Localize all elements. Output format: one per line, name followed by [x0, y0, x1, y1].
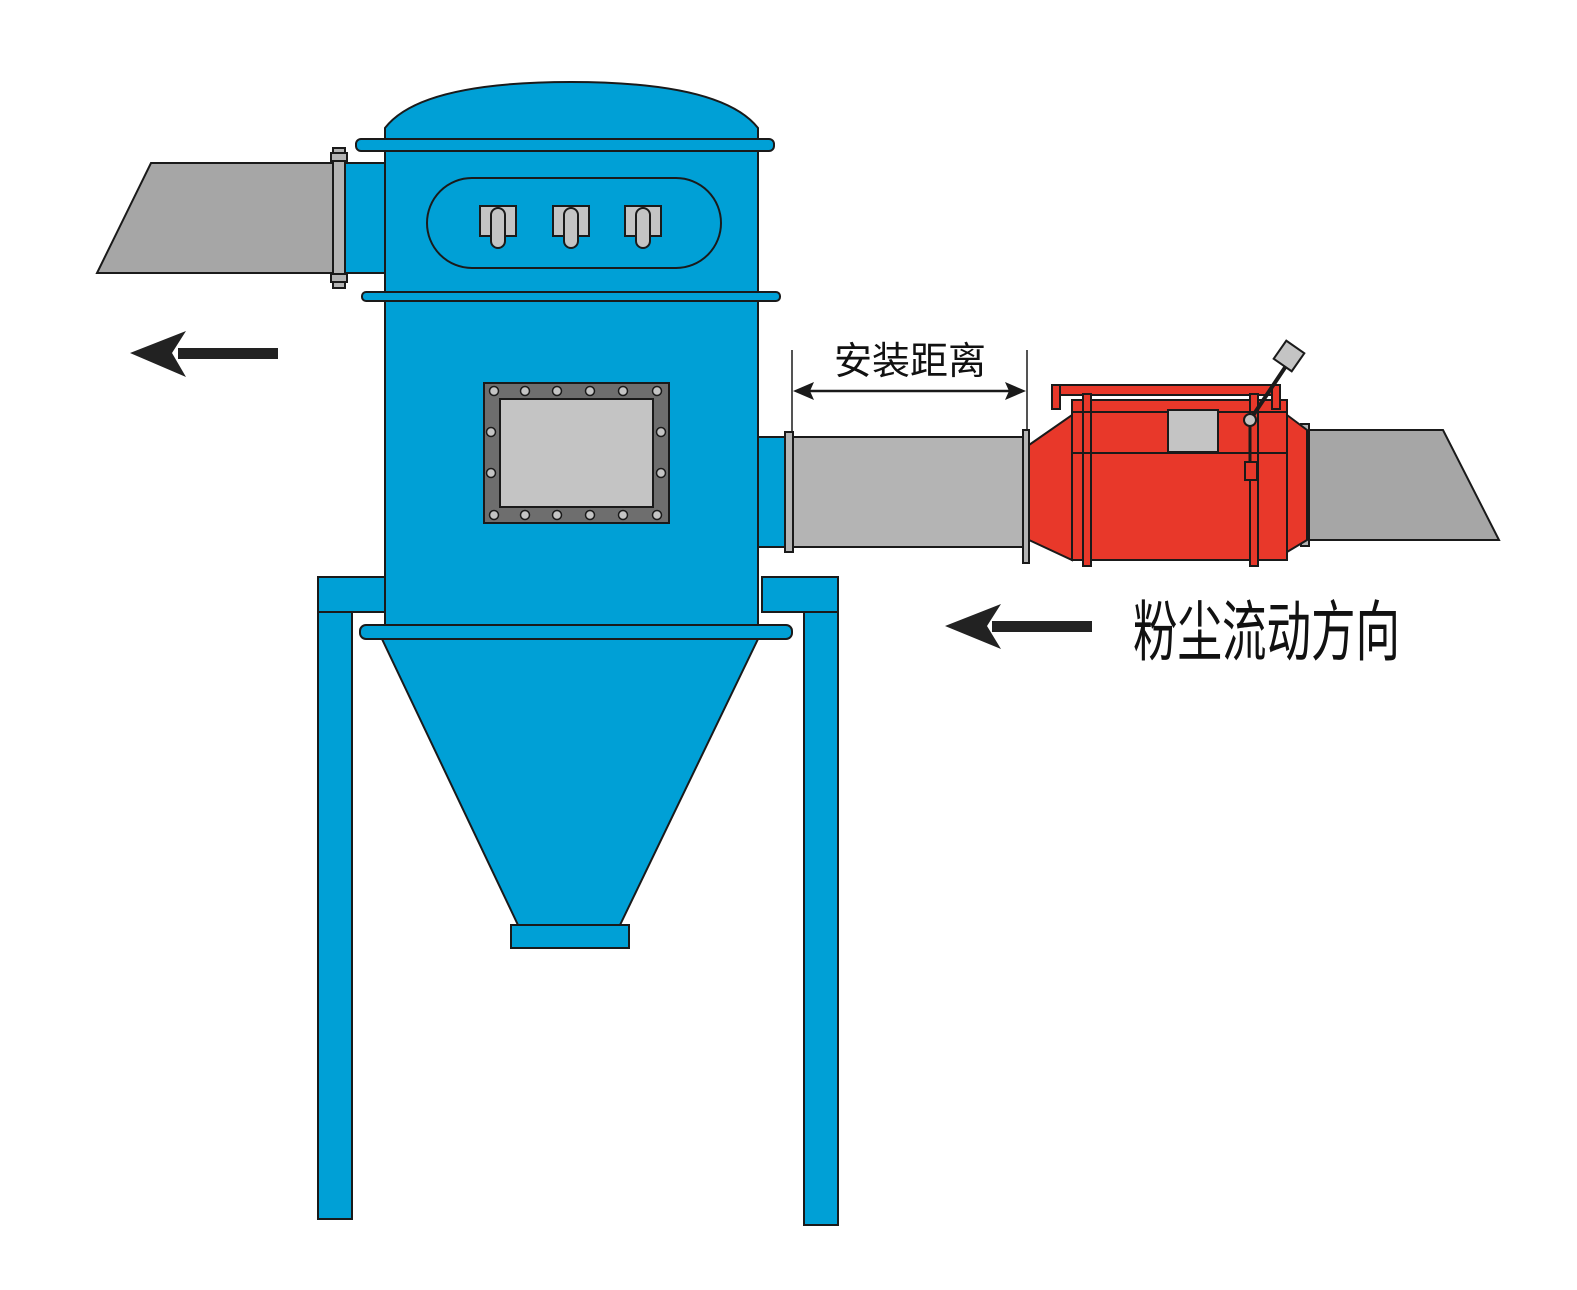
- inlet-flange-left: [784, 431, 794, 553]
- window-glass: [499, 398, 654, 508]
- valve-stiffener-left: [1082, 393, 1092, 567]
- valve-sight-glass: [1167, 409, 1219, 453]
- valve-top-rail-right-drop: [1271, 384, 1281, 410]
- right-leg: [803, 576, 839, 1226]
- outlet-flange: [332, 147, 346, 289]
- inspection-window: [483, 382, 670, 524]
- inlet-duct-section: [792, 436, 1028, 548]
- collector-dome: [384, 80, 759, 146]
- isolation-valve: [1028, 339, 1308, 567]
- valve-cone-out: [1286, 413, 1308, 554]
- dimension-arrow-right: [1005, 382, 1026, 400]
- switch-1: [479, 205, 517, 249]
- hopper-cone: [380, 638, 760, 926]
- outlet-neck: [344, 162, 386, 274]
- left-leg-bracket: [317, 576, 389, 613]
- switch-3: [624, 205, 662, 249]
- hopper-outlet: [510, 924, 630, 949]
- install-distance-dimension: [791, 350, 1028, 432]
- install-distance-label: 安装距离: [834, 339, 986, 383]
- switch-2: [552, 205, 590, 249]
- valve-limit-switch: [1244, 461, 1258, 481]
- valve-pivot: [1243, 413, 1257, 427]
- outlet-flange-bolt-bottom: [330, 273, 348, 283]
- dust-collector: [355, 80, 793, 949]
- dome-rim: [355, 138, 775, 152]
- left-leg: [317, 576, 353, 1220]
- valve-top-rail-left-drop: [1051, 384, 1061, 410]
- outlet-flow-arrow: [130, 331, 278, 377]
- dust-flow-arrow: [945, 604, 1092, 649]
- valve-counterweight: [1272, 339, 1306, 373]
- support-frame: [317, 576, 839, 1226]
- outlet-duct: [95, 147, 386, 289]
- valve-cone-in: [1028, 413, 1073, 562]
- valve-lever: [1248, 358, 1292, 422]
- middle-flange: [361, 291, 781, 302]
- outlet-flange-bolt-top: [330, 152, 348, 162]
- inlet-duct: [757, 423, 1501, 564]
- lower-flange: [359, 624, 793, 640]
- right-leg-bracket: [761, 576, 839, 613]
- outlet-duct-end: [95, 162, 339, 274]
- window-bolts: [485, 385, 667, 521]
- inlet-duct-end: [1306, 429, 1501, 541]
- dust-flow-direction-label: 粉尘流动方向: [1133, 594, 1400, 671]
- dimension-arrow-left: [793, 382, 814, 400]
